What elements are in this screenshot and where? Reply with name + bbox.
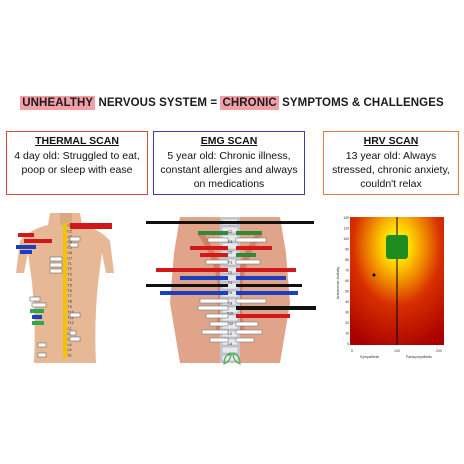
card-description: 4 day old: Struggled to eat, poop or sle… [14, 150, 140, 176]
y-tick: 80 [345, 258, 349, 262]
vertebra-label: L4 [68, 343, 72, 347]
reading-bar [156, 268, 228, 272]
y-tick: 100 [343, 237, 349, 241]
vertebra-label: S1 [228, 352, 233, 356]
reading-bar [70, 223, 112, 229]
vertebra [221, 226, 239, 234]
hrv-point [372, 273, 376, 277]
vertebra-label: T2 [228, 271, 232, 275]
card-description: 13 year old: Always stressed, chronic an… [332, 150, 450, 190]
vertebra-label: T10 [227, 312, 234, 316]
vertebra-label: T12 [68, 321, 74, 325]
reading-bar [32, 315, 42, 319]
vertebra-label: T10 [68, 310, 74, 314]
vertebra-label: T4 [228, 281, 232, 285]
card-title: THERMAL SCAN [35, 135, 119, 147]
thermal-scan-image: C1C2C3C4C5C6C7T1T2T3T4T5T6T7T8T9T10T11T1… [10, 213, 122, 363]
card-description: 5 year old: Chronic illness, constant al… [160, 150, 298, 190]
vertebra-label: C2 [68, 229, 73, 233]
vertebra-label: C4 [228, 240, 233, 244]
hrv-scan-card: HRV SCAN 13 year old: Always stressed, c… [323, 131, 459, 195]
reading-bar [190, 246, 228, 250]
reading-bar [198, 231, 228, 235]
reading-bar [236, 231, 262, 235]
reading-bar [236, 246, 272, 250]
y-tick: 60 [345, 279, 349, 283]
vertebra-label: T1 [228, 261, 232, 265]
vertebra-labels: C1C2C3C4C5C6C7T1T2T3T4T5T6T7T8T9T10T11T1… [68, 224, 74, 358]
card-title: HRV SCAN [363, 135, 419, 147]
vertebra-label: C5 [68, 246, 73, 250]
vertebra-label: C7 [68, 256, 73, 260]
headline-part4: SYMPTOMS & CHALLENGES [278, 97, 444, 109]
vertebra-label: C1 [68, 224, 73, 228]
x-tick: 100 [394, 349, 400, 353]
reading-bar [146, 221, 314, 224]
headline-unhealthy: UNHEALTHY [20, 96, 96, 110]
reading-bar [24, 239, 52, 243]
x-right-label: Parasympathetic [406, 355, 432, 359]
vertebra-label: T2 [68, 267, 72, 271]
vertebra-label: L2 [68, 332, 72, 336]
vertebra-label: T5 [68, 283, 72, 287]
vertebra-label: C6 [228, 250, 233, 254]
vertebra-label: T8 [228, 301, 232, 305]
reading-bar [69, 236, 81, 242]
reading-bar [20, 250, 32, 254]
vertebra-label: L4 [228, 342, 232, 346]
vertebra-label: T6 [228, 291, 232, 295]
y-tick: 0 [347, 342, 349, 346]
y-tick: 70 [345, 269, 349, 273]
reading-bar [32, 321, 44, 325]
vertebra-label: S1 [68, 354, 72, 358]
vertebra-label: T11 [68, 316, 74, 320]
y-tick: 40 [345, 300, 349, 304]
headline-chronic: CHRONIC [220, 96, 279, 110]
y-tick: 90 [345, 248, 349, 252]
thermal-scan-card: THERMAL SCAN 4 day old: Struggled to eat… [6, 131, 148, 195]
headline: UNHEALTHY NERVOUS SYSTEM = CHRONIC SYMPT… [0, 96, 464, 110]
y-tick: 120 [343, 216, 349, 220]
vertebra-label: T7 [68, 294, 72, 298]
headline-part2: NERVOUS SYSTEM = [95, 97, 221, 109]
vertebra-label: L3 [68, 337, 72, 341]
x-left-label: Sympathetic [360, 355, 380, 359]
reading-bar [69, 242, 79, 248]
reading-bar [18, 233, 34, 237]
y-tick: 30 [345, 311, 349, 315]
reading-bar [30, 309, 44, 313]
y-tick: 10 [345, 332, 349, 336]
vertebra-label: T3 [68, 273, 72, 277]
vertebra-label: T6 [68, 289, 72, 293]
vertebra-label: T4 [68, 278, 72, 282]
vertebra-label: C4 [68, 240, 73, 244]
vertebra-label: T8 [68, 300, 72, 304]
y-tick: 20 [345, 321, 349, 325]
hrv-marker [386, 235, 408, 259]
x-tick: 0 [351, 349, 353, 353]
vertebra-label: C6 [68, 251, 73, 255]
vertebra-label: T9 [68, 305, 72, 309]
vertebra-label: L5 [68, 348, 72, 352]
x-tick: 200 [436, 349, 442, 353]
y-tick: 50 [345, 290, 349, 294]
vertebra-label: C2 [228, 230, 233, 234]
vertebra-label: T12 [227, 322, 234, 326]
y-axis-label: Autonomic Activity [335, 267, 340, 299]
leaf-logo [222, 352, 242, 371]
vertebra-label: L2 [228, 332, 232, 336]
y-tick: 110 [344, 227, 350, 231]
emg-scan-card: EMG SCAN 5 year old: Chronic illness, co… [153, 131, 305, 195]
reading-bar [16, 245, 36, 249]
card-title: EMG SCAN [200, 135, 258, 147]
vertebra-label: T1 [68, 262, 72, 266]
vertebra-label: L1 [68, 327, 72, 331]
